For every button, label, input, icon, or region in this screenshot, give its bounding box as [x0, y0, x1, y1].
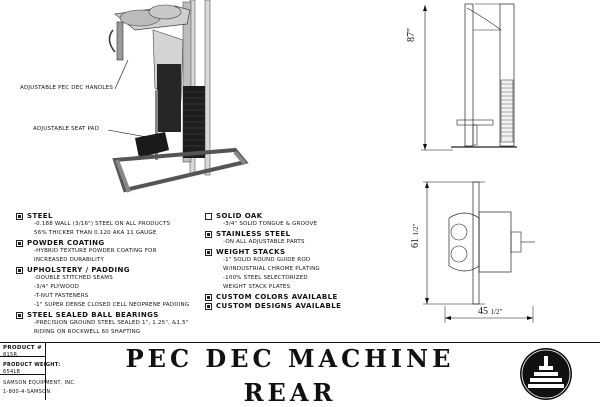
spec-detail: Weight Stack Plates: [223, 284, 291, 290]
spec-detail: -1" Super Dense Closed Cell Neoprene Pad…: [34, 302, 190, 308]
width-fraction: 1/2": [490, 308, 503, 316]
checked-box-icon: [205, 248, 212, 256]
right-spec-item: Custom Colors Available: [205, 293, 405, 301]
empty-box-icon: [205, 212, 212, 220]
spec-title: Steel Sealed Ball Bearings: [27, 311, 159, 319]
spec-detail: -T-Nut Fasteners: [34, 293, 89, 299]
spec-detail: -Double Stitched Seams: [34, 275, 113, 281]
spec-detail: -1" Solid Round Guide Rod: [223, 257, 311, 263]
machine-render: [108, 0, 249, 193]
spec-detail: Riding on Rockwell 60 Shafting: [34, 329, 141, 335]
spec-detail: -3/4" Solid Tongue & Groove: [223, 221, 318, 227]
spec-detail: -100% Steel Selectorized: [223, 275, 308, 281]
handles-callout: Adjustable pec dec handles: [20, 85, 114, 91]
left-spec-item: Steel-0.188 Wall (3/16") Steel On ALL Pr…: [16, 212, 206, 238]
spec-title: Custom Designs Available: [216, 302, 342, 310]
left-spec-item: Upholstery / Padding-Double Stitched Sea…: [16, 266, 206, 310]
top-plan-drawing: [423, 181, 535, 323]
title-block-row-line-1: [0, 356, 45, 357]
spec-title: Steel: [27, 212, 53, 220]
spec-detail: w/Industrial Chrome Plating: [223, 266, 320, 272]
spec-title: Weight Stacks: [216, 248, 286, 256]
checked-box-icon: [16, 239, 23, 247]
spec-heading: Steel: [16, 212, 206, 220]
spec-heading: Custom Designs Available: [205, 302, 405, 310]
checked-box-icon: [205, 302, 212, 310]
spec-detail: 56% Thicker than 0.120 AKA 11 Gauge: [34, 230, 157, 236]
spec-detail: -Precision Ground Steel Sealed 1", 1.25"…: [34, 320, 189, 326]
spec-heading: Stainless Steel: [205, 230, 405, 238]
right-spec-item: Custom Designs Available: [205, 302, 405, 310]
company-phone: 1-800-4-SAMSON: [3, 389, 51, 395]
depth-whole: 61: [410, 238, 421, 248]
spec-title: Solid Oak: [216, 212, 263, 220]
height-dimension: 87": [406, 27, 417, 42]
callout-leaders: [107, 59, 153, 139]
depth-fraction: 1/2": [412, 223, 420, 236]
spec-heading: Solid Oak: [205, 212, 405, 220]
left-spec-item: Powder Coating-Hybrid Texture Powder Coa…: [16, 239, 206, 265]
spec-detail: -3/4" Plywood: [34, 284, 80, 290]
checked-box-icon: [16, 311, 23, 319]
width-dimension: 45 1/2": [478, 306, 502, 317]
title-block-top-border: [0, 342, 600, 343]
drawing-title-line-1: Pec Dec Machine: [125, 344, 455, 373]
spec-detail: Increased Durability: [34, 257, 105, 263]
drawing-title-line-2: Rear: [243, 378, 337, 407]
specs-left-column: Steel-0.188 Wall (3/16") Steel On ALL Pr…: [16, 212, 206, 338]
title-block-row-line-2: [0, 374, 45, 375]
spec-heading: Custom Colors Available: [205, 293, 405, 301]
product-number-value: 815R: [3, 352, 18, 358]
side-elevation-drawing: [421, 3, 517, 151]
spec-heading: Upholstery / Padding: [16, 266, 206, 274]
checked-box-icon: [16, 212, 23, 220]
depth-dimension: 61 1/2": [410, 224, 421, 248]
checked-box-icon: [16, 266, 23, 274]
right-spec-item: Stainless Steel-On ALL Adjustable Parts: [205, 230, 405, 247]
left-spec-item: Steel Sealed Ball Bearings-Precision Gro…: [16, 311, 206, 337]
product-weight-label: Product Weight:: [3, 362, 61, 368]
title-block-divider-1: [45, 342, 46, 400]
spec-title: Powder Coating: [27, 239, 105, 247]
spec-detail: -Hybrid Texture Powder Coating For: [34, 248, 157, 254]
company-name: Samson Equipment, Inc.: [3, 380, 77, 386]
right-spec-item: Weight Stacks-1" Solid Round Guide Rod w/…: [205, 248, 405, 292]
company-logo: [520, 348, 572, 400]
spec-heading: Weight Stacks: [205, 248, 405, 256]
checked-box-icon: [205, 230, 212, 238]
product-number-label: Product #: [3, 345, 42, 351]
spec-title: Upholstery / Padding: [27, 266, 130, 274]
checked-box-icon: [205, 293, 212, 301]
seat-callout: Adjustable seat pad: [33, 126, 100, 132]
product-weight-value: 654lb: [3, 369, 21, 375]
spec-detail: -0.188 Wall (3/16") Steel On ALL Product…: [34, 221, 171, 227]
spec-title: Custom Colors Available: [216, 293, 338, 301]
spec-detail: -On ALL Adjustable Parts: [223, 239, 305, 245]
specs-right-column: Solid Oak-3/4" Solid Tongue & GrooveStai…: [205, 212, 405, 311]
width-whole: 45: [478, 306, 488, 317]
spec-title: Stainless Steel: [216, 230, 291, 238]
spec-heading: Powder Coating: [16, 239, 206, 247]
spec-heading: Steel Sealed Ball Bearings: [16, 311, 206, 319]
right-spec-item: Solid Oak-3/4" Solid Tongue & Groove: [205, 212, 405, 229]
